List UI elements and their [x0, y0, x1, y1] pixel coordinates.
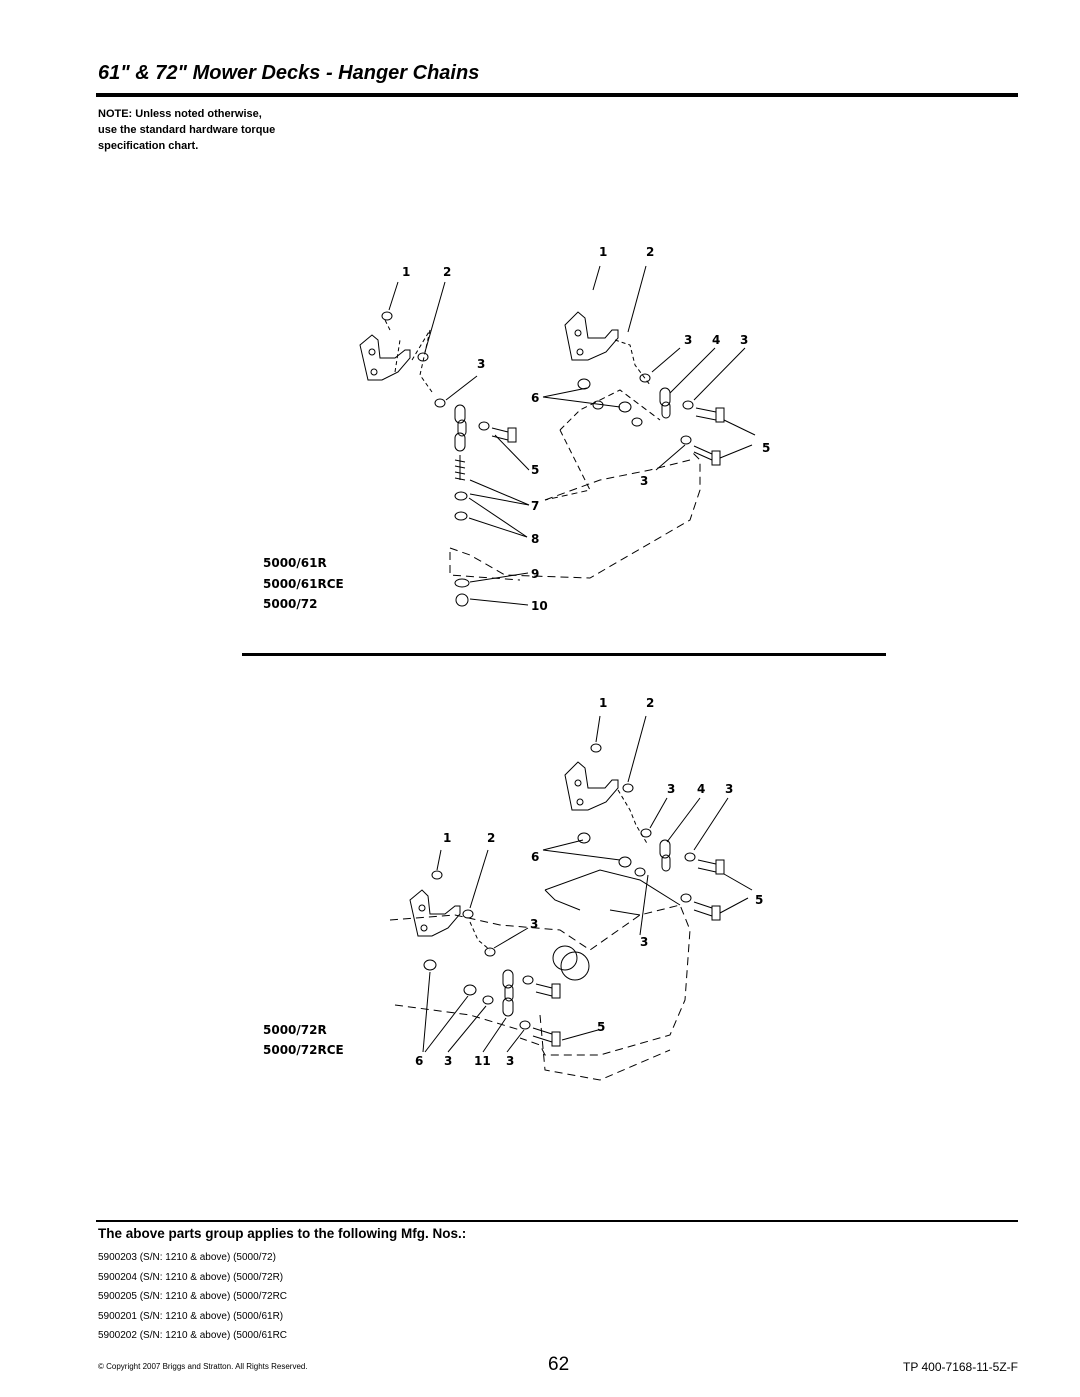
copyright-notice: © Copyright 2007 Briggs and Stratton. Al…: [98, 1362, 308, 1371]
callout-3: 3: [684, 333, 692, 347]
callout-1: 1: [599, 696, 607, 710]
model-label: 5000/61R: [263, 556, 327, 570]
callout-5: 5: [597, 1020, 605, 1034]
hanger-chain-diagram-bottom: 1 2 3 4 3 1 2 6 5 3 3 5 6 3 11 3 5000/72…: [263, 696, 763, 1081]
mfg-number-item: 5900203 (S/N: 1210 & above) (5000/72): [98, 1252, 276, 1263]
callout-6: 6: [531, 391, 539, 405]
callout-1: 1: [599, 245, 607, 259]
note-line: specification chart.: [98, 140, 199, 152]
mfg-number-item: 5900205 (S/N: 1210 & above) (5000/72RC: [98, 1291, 288, 1302]
callout-3: 3: [725, 782, 733, 796]
callout-5: 5: [755, 893, 763, 907]
callout-3: 3: [506, 1054, 514, 1068]
note-line: use the standard hardware torque: [98, 124, 276, 136]
applies-heading: The above parts group applies to the fol…: [98, 1226, 467, 1241]
callout-9: 9: [531, 567, 539, 581]
callout-4: 4: [697, 782, 705, 796]
applies-divider: [96, 1220, 1018, 1222]
callout-8: 8: [531, 532, 539, 546]
torque-note: NOTE: Unless noted otherwise, use the st…: [98, 106, 398, 154]
callout-3: 3: [667, 782, 675, 796]
page-title: 61" & 72" Mower Decks - Hanger Chains: [98, 62, 480, 84]
callout-3: 3: [640, 474, 648, 488]
callout-5: 5: [531, 463, 539, 477]
page-number: 62: [548, 1354, 570, 1375]
callout-2: 2: [646, 696, 654, 710]
callout-3: 3: [640, 935, 648, 949]
callout-3: 3: [530, 917, 538, 931]
hanger-chain-diagram-top: 1 2 1 2 3 3 4 3 6 5 3 5 7 8 9 10 5000/61…: [263, 245, 770, 613]
callout-6: 6: [531, 850, 539, 864]
mfg-number-item: 5900201 (S/N: 1210 & above) (5000/61R): [98, 1310, 284, 1322]
callout-1: 1: [443, 831, 451, 845]
mfg-number-item: 5900204 (S/N: 1210 & above) (5000/72R): [98, 1271, 284, 1283]
callout-3: 3: [477, 357, 485, 371]
callout-10: 10: [531, 599, 548, 613]
model-label: 5000/61RCE: [263, 577, 344, 591]
callout-1: 1: [402, 265, 410, 279]
callout-6: 6: [415, 1054, 423, 1068]
title-divider: [96, 93, 1018, 97]
mfg-number-item: 5900202 (S/N: 1210 & above) (5000/61RC: [98, 1330, 288, 1341]
document-number: TP 400-7168-11-5Z-F: [903, 1360, 1018, 1374]
model-label: 5000/72: [263, 597, 317, 611]
section-divider: [242, 653, 886, 656]
model-label: 5000/72R: [263, 1023, 327, 1037]
callout-3: 3: [444, 1054, 452, 1068]
callout-2: 2: [443, 265, 451, 279]
callout-4: 4: [712, 333, 720, 347]
callout-3: 3: [740, 333, 748, 347]
callout-11: 11: [474, 1054, 491, 1068]
note-line: NOTE: Unless noted otherwise,: [98, 108, 262, 120]
callout-5: 5: [762, 441, 770, 455]
model-label: 5000/72RCE: [263, 1043, 344, 1057]
mfg-number-list: 5900203 (S/N: 1210 & above) (5000/72) 59…: [98, 1248, 287, 1346]
callout-2: 2: [646, 245, 654, 259]
callout-2: 2: [487, 831, 495, 845]
callout-7: 7: [531, 499, 539, 513]
